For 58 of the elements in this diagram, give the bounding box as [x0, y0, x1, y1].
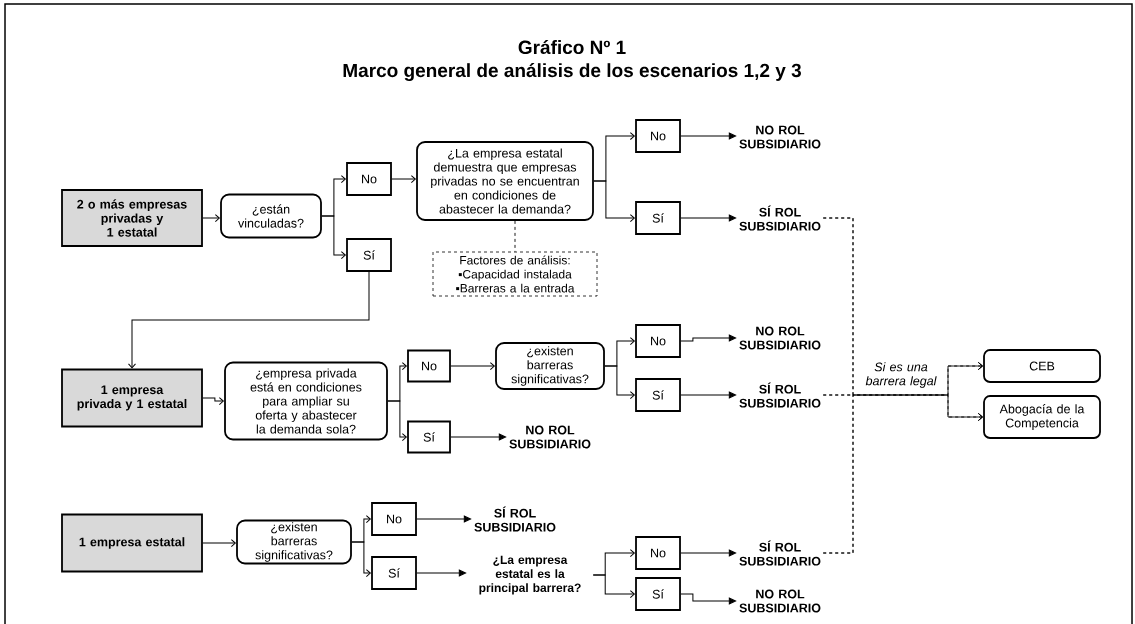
option-box: No — [407, 349, 451, 383]
arrow — [321, 215, 346, 259]
dashed-connector — [822, 394, 983, 554]
arrow — [202, 397, 224, 405]
arrow — [680, 391, 737, 399]
question-text: ¿La empresa estatal es la principal barrera? — [479, 555, 581, 595]
start-box: 1 empresa privada y 1 estatal — [61, 368, 203, 428]
arrow — [387, 400, 407, 441]
note-box: Factores de análisis: ▪Capacidad instalada ▪Barreras a la entrada — [432, 251, 598, 297]
option-box: Sí — [635, 201, 681, 235]
result-text: NO ROL SUBSIDIARIO — [509, 425, 591, 449]
result-text: SÍ ROL SUBSIDIARIO — [739, 205, 821, 231]
arrow — [416, 569, 467, 577]
arrow — [202, 539, 236, 547]
option-box: No — [371, 502, 417, 536]
decision-box: ¿empresa privada está en condiciones para ampliar su oferta y abastecer la demanda sola? — [224, 361, 388, 441]
result-text: SÍ ROL SUBSIDIARIO — [739, 540, 821, 566]
option-box: Sí — [407, 420, 451, 454]
arrow — [680, 593, 737, 605]
edge-label: Si es una barrera legal — [860, 361, 942, 389]
decision-box: ¿existen barreras significativas? — [236, 519, 352, 565]
decision-box: ¿existen barreras significativas? — [495, 342, 605, 390]
arrow — [680, 214, 737, 222]
outcome-box: CEB — [983, 349, 1101, 383]
option-box: No — [635, 536, 681, 570]
option-box: Sí — [346, 238, 392, 272]
option-box: No — [635, 324, 681, 358]
arrow — [202, 214, 220, 222]
option-box: Sí — [635, 577, 681, 611]
outcome-box: Abogacía de la Competencia — [983, 395, 1101, 439]
arrow — [450, 362, 495, 370]
title: Gráfico Nº 1 — [518, 39, 626, 55]
option-box: Sí — [635, 378, 681, 412]
arrow — [604, 365, 635, 399]
subtitle: Marco general de análisis de los escenarios 1,2 y 3 — [343, 63, 801, 81]
result-text: NO ROL SUBSIDIARIO — [739, 125, 821, 149]
result-text: NO ROL SUBSIDIARIO — [739, 589, 821, 613]
arrow — [592, 574, 635, 598]
decision-box: ¿están vinculadas? — [220, 193, 322, 239]
arrow — [680, 132, 737, 140]
result-text: SÍ ROL SUBSIDIARIO — [474, 506, 556, 532]
arrow — [593, 180, 635, 222]
arrow — [416, 515, 472, 523]
decision-box: ¿La empresa estatal demuestra que empresas privadas no se encuentran en condiciones de abastecer la demanda? — [416, 141, 594, 221]
arrow — [680, 334, 737, 342]
start-box: 2 o más empresas privadas y 1 estatal — [61, 189, 203, 247]
arrow — [128, 271, 370, 369]
arrow — [391, 175, 416, 183]
dashed-connector — [514, 220, 516, 253]
option-box: No — [635, 119, 681, 153]
result-text: NO ROL SUBSIDIARIO — [739, 326, 821, 350]
arrow — [450, 433, 507, 441]
start-box: 1 empresa estatal — [61, 513, 203, 573]
arrow — [351, 541, 371, 577]
option-box: No — [346, 162, 392, 196]
arrow — [680, 549, 737, 557]
option-box: Sí — [371, 556, 417, 590]
result-text: SÍ ROL SUBSIDIARIO — [739, 382, 821, 408]
